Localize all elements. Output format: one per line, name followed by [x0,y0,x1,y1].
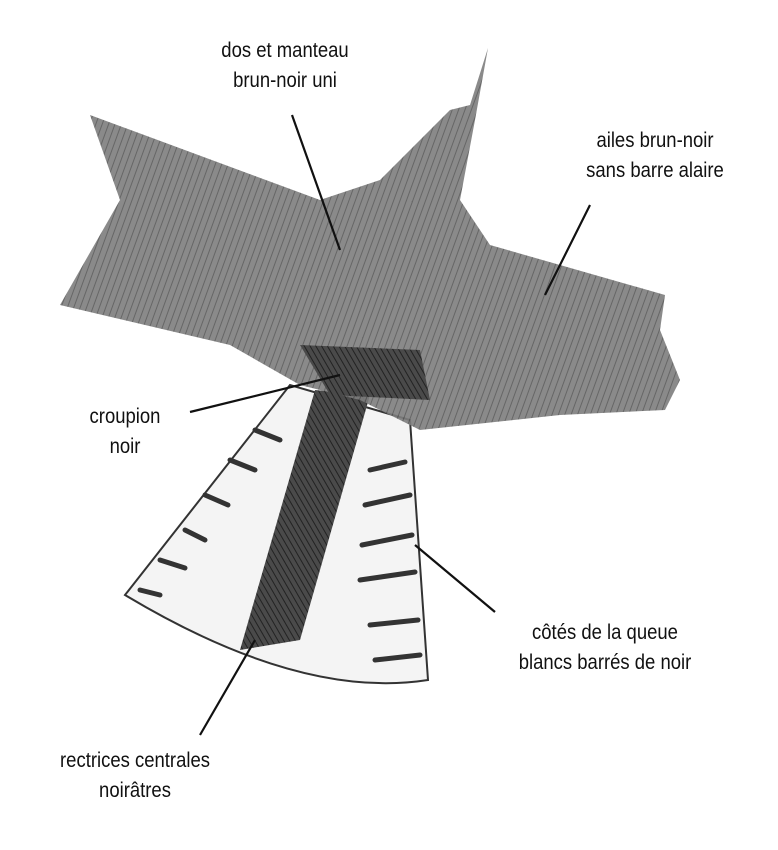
label-wings-line2: sans barre alaire [586,159,724,182]
label-central-rectrices-line2: noirâtres [99,779,171,802]
tail-bars [137,427,423,663]
label-rump-line1: croupion [89,405,161,428]
label-back: dos et manteau brun-noir uni [201,36,368,96]
label-wings: ailes brun-noir sans barre alaire [567,126,743,186]
label-tail-sides-line1: côtés de la queue [532,621,678,644]
label-rump-line2: noir [109,435,141,458]
leader-lines [189,114,591,736]
label-central-rectrices-line1: rectrices centrales [60,749,210,772]
label-tail-sides: côtés de la queue blancs barrés de noir [495,618,715,678]
label-back-line1: dos et manteau [221,39,349,62]
label-tail-sides-line2: blancs barrés de noir [518,651,692,674]
label-wings-line1: ailes brun-noir [596,129,714,152]
label-rump: croupion noir [68,402,182,462]
label-central-rectrices: rectrices centrales noirâtres [34,746,236,806]
rump [300,345,430,400]
label-back-line2: brun-noir uni [233,69,337,92]
wings [60,48,680,430]
central-rectrices [240,390,370,650]
